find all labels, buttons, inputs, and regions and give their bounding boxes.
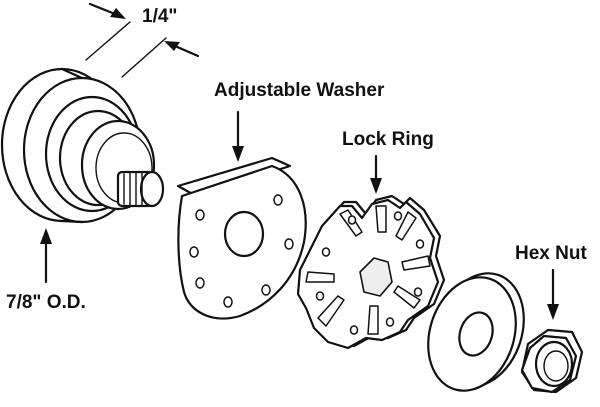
roller-wheel <box>0 67 165 224</box>
outer-diameter-arrow <box>40 228 52 284</box>
lock-ring <box>296 194 446 350</box>
lock-ring-label: Lock Ring <box>342 129 434 150</box>
lock-ring-arrow <box>370 154 382 194</box>
hex-nut-label: Hex Nut <box>515 243 587 264</box>
adjustable-washer-label: Adjustable Washer <box>214 80 385 101</box>
hex-nut <box>520 328 584 394</box>
flat-washer <box>427 272 525 392</box>
adjustable-washer-arrow <box>232 110 244 162</box>
hex-nut-arrow <box>547 268 559 320</box>
dimension-marker <box>85 2 200 78</box>
outer-diameter-label: 7/8" O.D. <box>6 292 86 313</box>
dimension-width-label: 1/4" <box>142 6 177 27</box>
adjustable-washer <box>176 156 307 320</box>
